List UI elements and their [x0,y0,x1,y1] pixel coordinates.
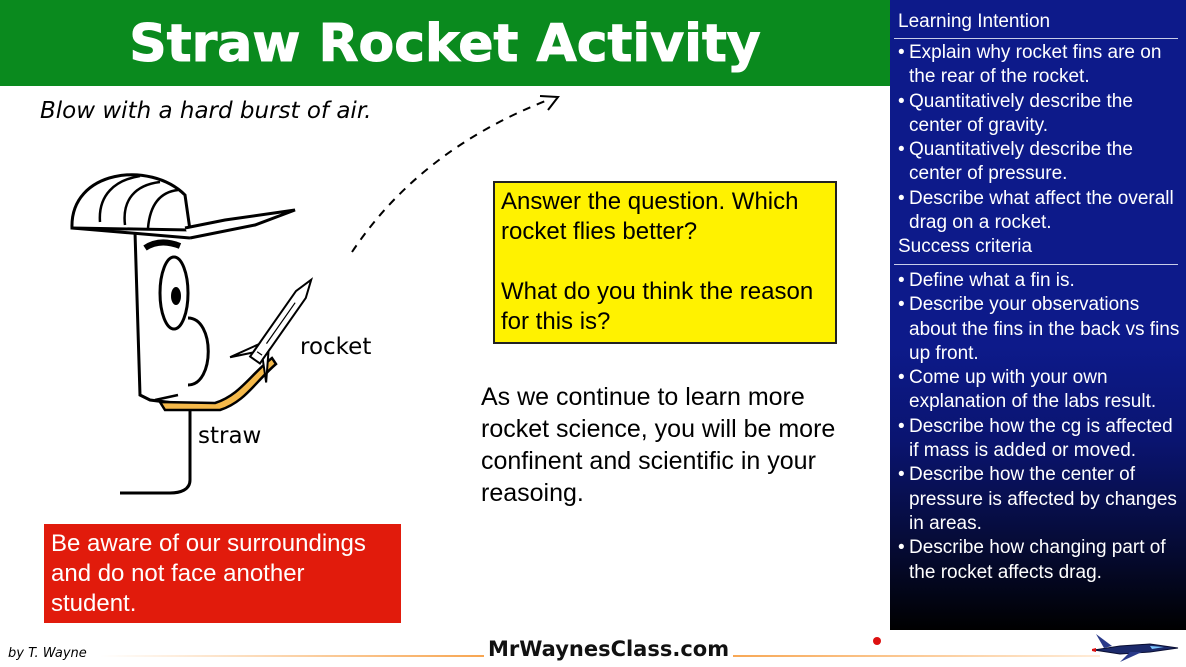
list-item: •Describe how the cg is affected if mass… [898,415,1173,462]
success-criteria-list: •Define what a fin is. •Describe your ob… [898,269,1180,585]
question-line-2: What do you think the reason for this is… [501,278,814,335]
trajectory-arc [351,99,549,253]
eyebrow [143,239,182,251]
author-credit: by T. Wayne [8,646,87,661]
page-title: Straw Rocket Activity [129,14,761,75]
instruction-text: Blow with a hard burst of air. [40,98,372,124]
rocket-icon [229,277,314,383]
list-item: •Define what a fin is. [898,270,1075,291]
arrow-head-icon [539,95,560,111]
straw [157,356,278,412]
question-line-1: Answer the question. Which rocket flies … [501,188,799,245]
list-item: •Describe how changing part of the rocke… [898,537,1166,583]
straw-label: straw [198,423,262,449]
success-criteria-heading: Success criteria [898,236,1033,257]
list-item: •Describe your observations about the fi… [898,294,1180,364]
cap-brim [184,208,296,240]
objectives-panel: Learning Intention •Explain why rocket f… [890,0,1186,630]
red-dot-icon [873,637,881,645]
learning-intention-list: •Explain why rocket fins are on the rear… [898,41,1180,235]
title-bar [0,0,890,86]
nose [187,316,210,387]
list-item: •Come up with your own explanation of th… [898,367,1157,413]
list-item: •Describe how the center of pressure is … [898,464,1177,534]
continue-learning-text: As we continue to learn more rocket scie… [481,383,836,507]
rocket-label: rocket [300,334,372,360]
list-item: •Describe what affect the overall drag o… [898,187,1174,234]
list-item: •Quantitatively describe the center of g… [898,90,1133,136]
safety-warning-box: Be aware of our surroundings and do not … [44,524,401,623]
student-blowing-straw-illustration [70,95,560,495]
list-item: •Quantitatively describe the center of p… [898,139,1133,185]
cap [70,173,192,232]
divider [894,264,1178,265]
list-item: •Explain why rocket fins are on the rear… [898,42,1162,88]
divider [894,38,1178,39]
question-box: Answer the question. Which rocket flies … [493,181,837,344]
jet-logo-icon [1092,634,1179,662]
website-link[interactable]: MrWaynesClass.com [484,637,734,661]
learning-intention-heading: Learning Intention [898,11,1051,32]
